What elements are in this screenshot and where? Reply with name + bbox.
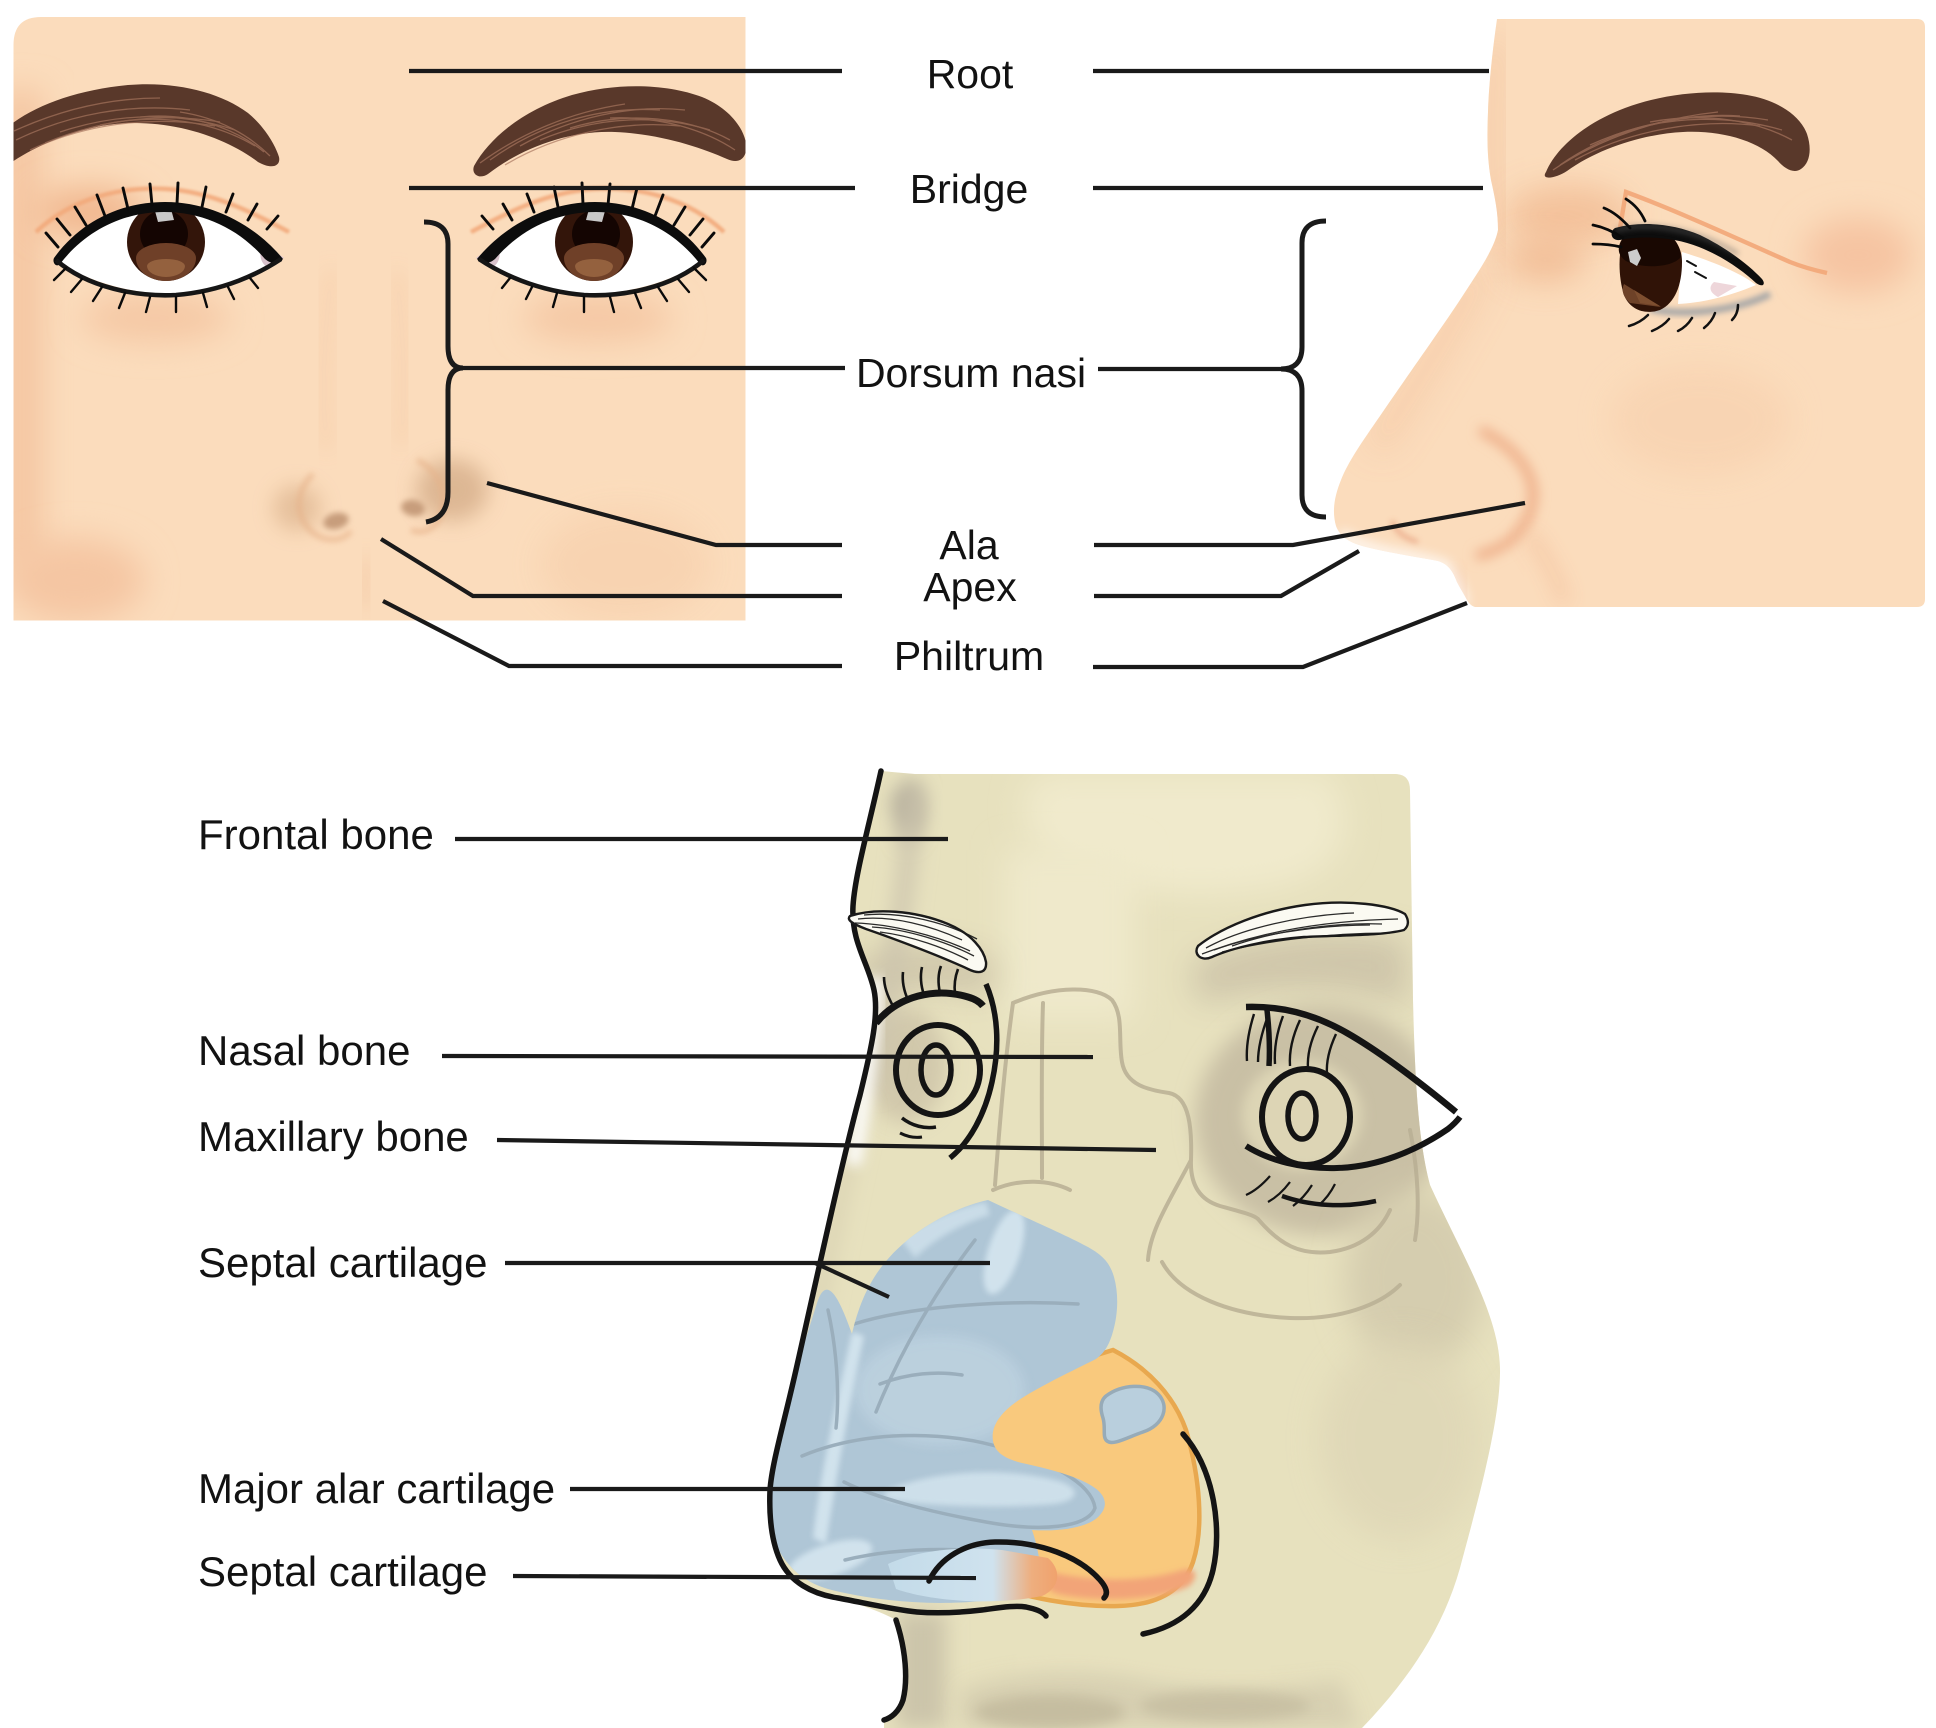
svg-text:Apex: Apex	[923, 564, 1017, 610]
svg-text:Philtrum: Philtrum	[894, 633, 1044, 679]
svg-text:Root: Root	[927, 51, 1014, 97]
svg-text:Bridge: Bridge	[910, 166, 1029, 212]
svg-text:Maxillary bone: Maxillary bone	[198, 1113, 469, 1160]
svg-text:Septal cartilage: Septal cartilage	[198, 1548, 488, 1595]
svg-text:Frontal bone: Frontal bone	[198, 811, 434, 858]
svg-text:Ala: Ala	[939, 522, 998, 568]
svg-text:Dorsum nasi: Dorsum nasi	[856, 350, 1086, 396]
svg-text:Major alar cartilage: Major alar cartilage	[198, 1465, 555, 1512]
svg-text:Septal cartilage: Septal cartilage	[198, 1239, 488, 1286]
svg-text:Nasal bone: Nasal bone	[198, 1027, 410, 1074]
